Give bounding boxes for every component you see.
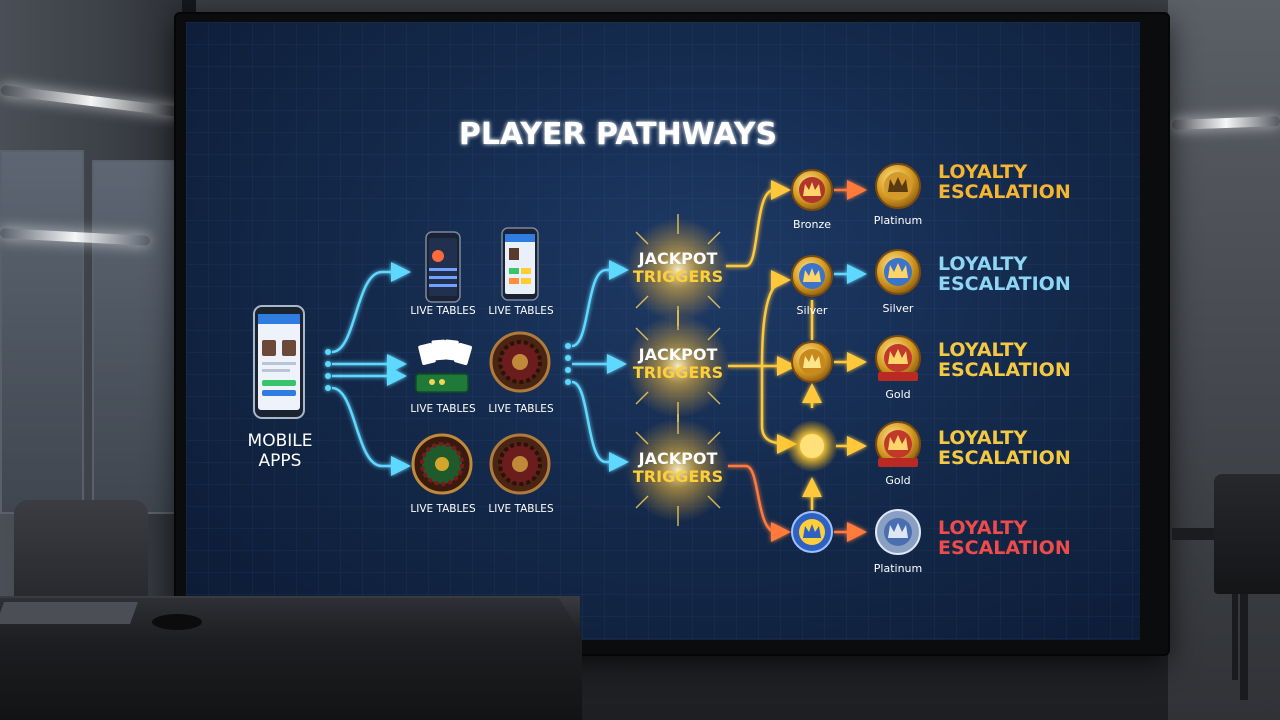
source-connector-dots [325,349,331,391]
flow-to-badges [726,180,867,542]
badge-label: Platinum [874,214,922,227]
right-wall [1168,0,1280,720]
loyalty-label: LOYALTY [938,517,1027,539]
table-label: LIVE TABLES [488,305,554,317]
window-pane [0,150,84,514]
table-label: LIVE TABLES [488,503,554,515]
loyalty-label: ESCALATION [938,181,1071,203]
table-label: LIVE TABLES [488,403,554,415]
loyalty-label: LOYALTY [938,427,1027,449]
jackpot-label: JACKPOT [638,249,718,268]
window-pane [92,160,182,514]
chair-leg [1240,594,1248,700]
table-label: LIVE TABLES [410,503,476,515]
table-node-roulette-2 [411,433,473,495]
table-node-roulette-3 [489,433,551,495]
badge-label: Silver [797,304,828,317]
diagram-title: PLAYER PATHWAYS [459,117,777,152]
gold-crown-badge-icon [791,341,833,383]
badge-label: Gold [885,474,910,487]
loyalty-label: ESCALATION [938,537,1071,559]
diagram-screen: PLAYER PATHWAYS MOBILE APPS [186,22,1140,640]
flow-to-tables [331,262,411,476]
jackpot-burst-1 [626,214,730,326]
loyalty-label: ESCALATION [938,447,1071,469]
jackpot-label: TRIGGERS [633,467,723,486]
bronze-badge-icon [791,169,833,211]
office-chair-right [1214,474,1280,594]
jackpot-label: TRIGGERS [633,267,723,286]
loyalty-label: ESCALATION [938,359,1071,381]
jackpot-burst-3 [626,414,730,526]
badge-label: Platinum [874,562,922,575]
computer-mouse [152,614,202,630]
jackpot-burst-2 [626,310,730,422]
gold-red-badge-icon [875,335,921,381]
blue-crown-badge-icon [791,511,833,553]
badge-label: Bronze [793,218,831,231]
table-node-phone-1 [425,231,461,303]
tables-connector-dots [565,343,571,385]
table-label: LIVE TABLES [410,403,476,415]
jackpot-label: JACKPOT [638,345,718,364]
loyalty-label: LOYALTY [938,161,1027,183]
loyalty-label: LOYALTY [938,339,1027,361]
office-chair [14,500,148,604]
badge-label: Silver [883,302,914,315]
jackpot-label: TRIGGERS [633,363,723,382]
silver-blue-badge-icon [875,249,921,295]
glowing-orb-icon [786,420,838,472]
mobile-app-phone-icon [253,305,305,419]
platinum-gold-badge-icon [875,163,921,209]
gold-red-badge-icon [875,421,921,467]
table-leg [1232,540,1238,680]
silver-badge-icon [791,255,833,297]
table-node-cards [415,339,473,393]
loyalty-label: ESCALATION [938,273,1071,295]
platinum-blue-badge-icon [875,509,921,555]
pathway-diagram: PLAYER PATHWAYS MOBILE APPS [186,22,1140,640]
paper-sheet [0,602,139,624]
jackpot-label: JACKPOT [638,449,718,468]
flow-to-jackpots [571,260,629,472]
source-label-line2: APPS [259,451,302,471]
source-label-line1: MOBILE [248,431,313,451]
badge-label: Gold [885,388,910,401]
table-node-phone-2 [501,227,539,301]
loyalty-label: LOYALTY [938,253,1027,275]
table-label: LIVE TABLES [410,305,476,317]
table-node-roulette-1 [489,331,551,393]
